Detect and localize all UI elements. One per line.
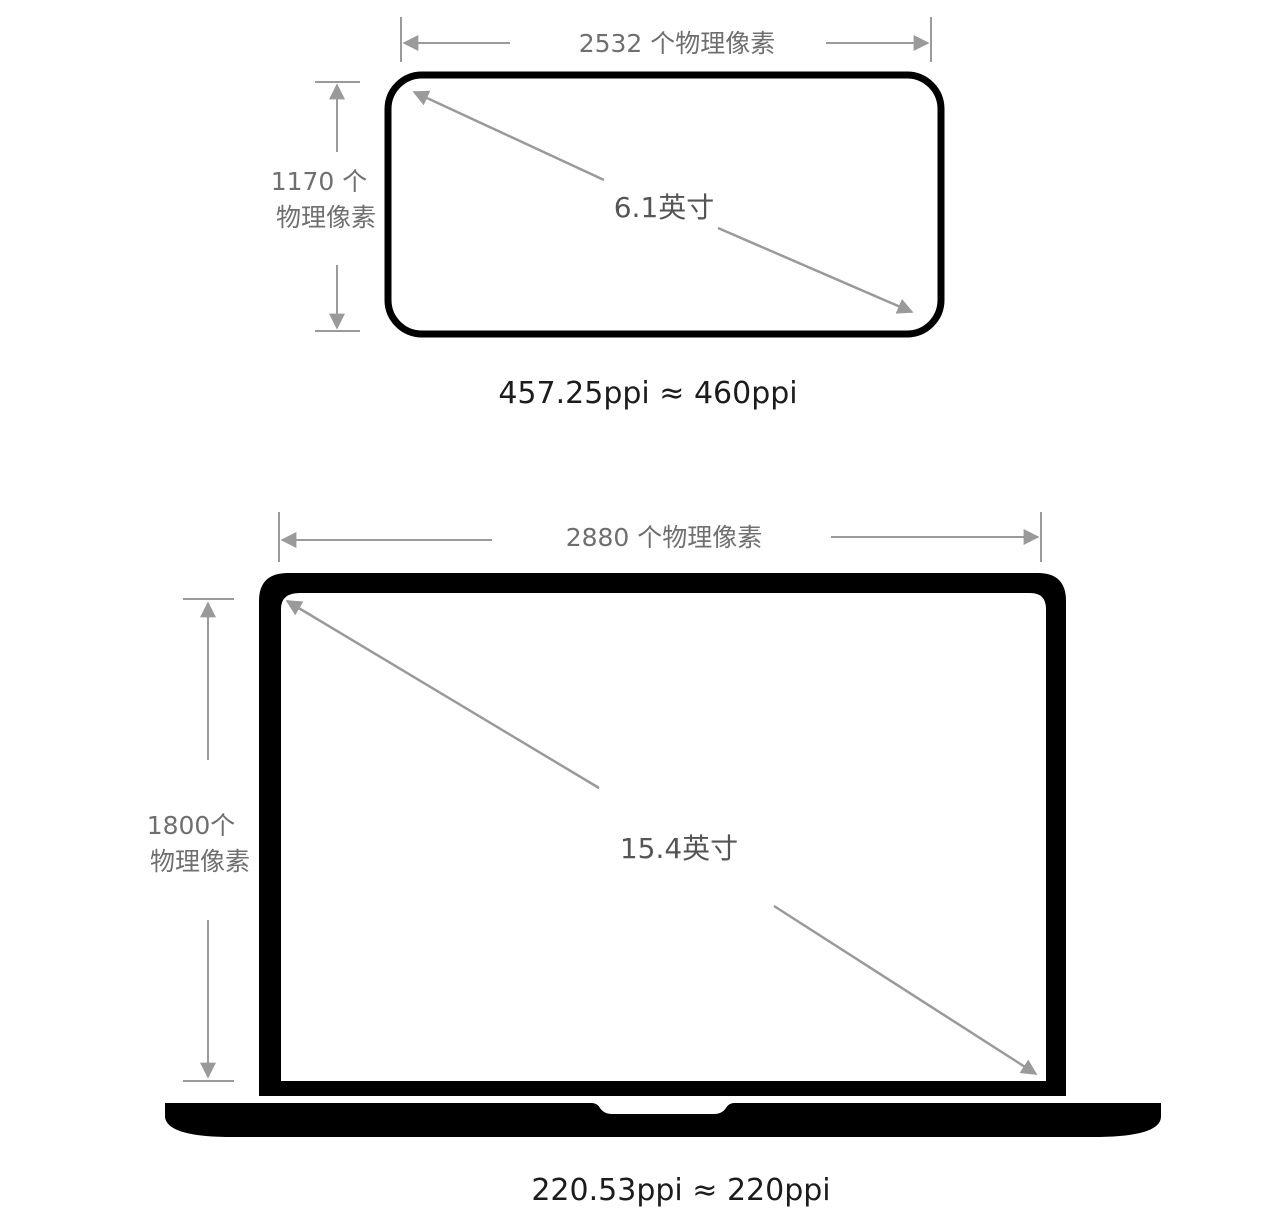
- laptop-base: [165, 1103, 1161, 1137]
- phone-diagonal-arrow-lower: [717, 226, 914, 314]
- phone-diagram: 2532 个物理像素 1170 个 物理像素 6.1英寸 457.25ppi ≈…: [271, 17, 945, 411]
- phone-width-label: 2532 个物理像素: [579, 29, 776, 58]
- laptop-diagonal-label: 15.4英寸: [620, 832, 738, 865]
- laptop-diagonal-arrow-lower: [773, 904, 1038, 1076]
- laptop-height-dimension: [183, 598, 234, 1082]
- laptop-height-label-line2: 物理像素: [150, 847, 250, 876]
- phone-ppi-label: 457.25ppi ≈ 460ppi: [498, 376, 797, 411]
- laptop-width-label: 2880 个物理像素: [566, 523, 763, 552]
- phone-diagonal-arrow-upper: [412, 90, 605, 182]
- laptop-diagonal-dimension: [285, 599, 1038, 1076]
- laptop-width-dimension: [278, 512, 1042, 562]
- phone-height-label-line2: 物理像素: [276, 203, 376, 232]
- phone-diagonal-dimension: [412, 90, 914, 314]
- laptop-diagram: 2880 个物理像素 1800个 物理像素 15.4英寸 220.53ppi ≈…: [147, 512, 1161, 1208]
- laptop-diagonal-arrow-upper: [285, 599, 600, 790]
- phone-diagonal-label: 6.1英寸: [614, 191, 715, 224]
- phone-height-dimension: [315, 81, 360, 332]
- phone-height-label-line1: 1170 个: [271, 167, 368, 196]
- laptop-ppi-label: 220.53ppi ≈ 220ppi: [531, 1173, 830, 1208]
- laptop-height-label-line1: 1800个: [147, 811, 236, 840]
- phone-frame: [384, 71, 945, 338]
- phone-width-dimension: [400, 17, 932, 62]
